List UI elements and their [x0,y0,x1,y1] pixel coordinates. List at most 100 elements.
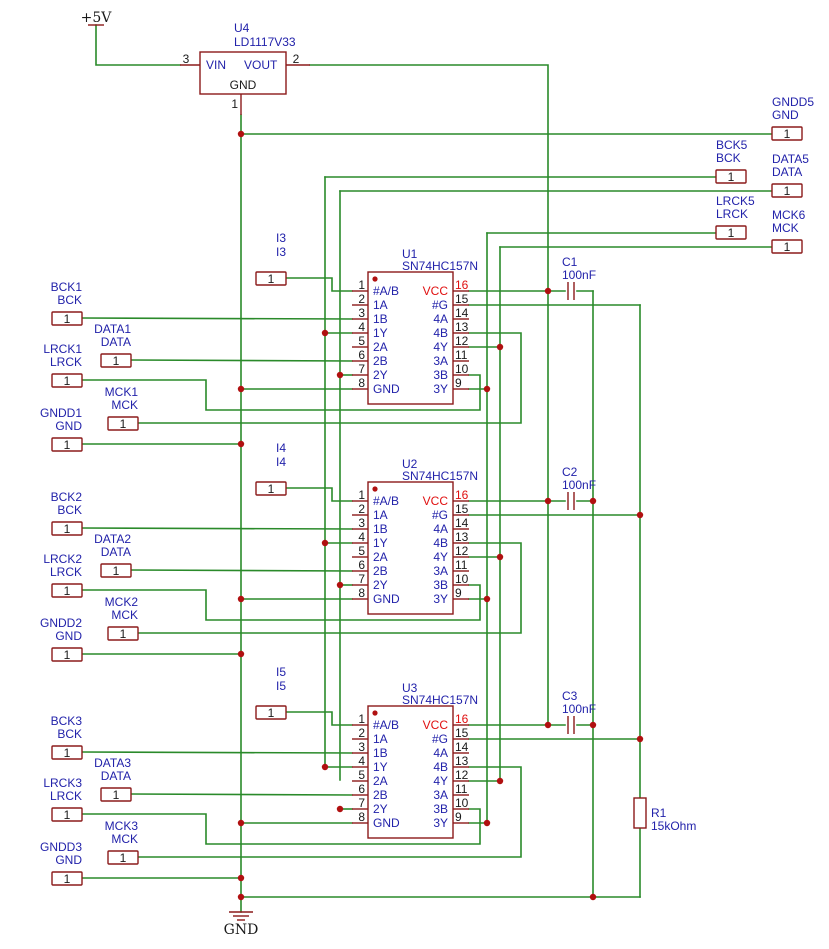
chip-pin-name: VCC [423,718,449,732]
chip-pin-name: 2A [373,774,388,788]
chip-pin-number: 3 [358,306,365,320]
connector-name: LRCK [50,789,82,803]
chip-pin-name: 2Y [373,802,388,816]
connector-pin-number: 1 [268,706,275,720]
connector-ref: BCK3 [51,714,83,728]
capacitor-value: 100nF [562,268,596,282]
junction-dot [321,329,329,337]
regulator-gnd-label: GND [230,78,257,92]
resistor-value: 15kOhm [651,819,696,833]
supply-label: +5V [81,10,113,26]
chip-pin-name: 4Y [433,340,448,354]
chip-pin-number: 16 [455,712,469,726]
wire-in-bck [81,317,353,320]
chip-pin-number: 7 [358,796,365,810]
junction-dot [321,763,329,771]
chip-value: SN74HC157N [402,469,478,483]
regulator-vin-label: VIN [206,58,226,72]
connector-pin-number: 1 [64,746,71,760]
chip-pin-number: 11 [455,348,468,362]
junction-dot [636,511,644,519]
junction-dot [496,553,504,561]
chip-pin-number: 8 [358,376,365,390]
junction-dot [237,650,245,658]
connector-body [771,126,803,141]
connector-body [51,647,83,662]
connector-name: LRCK [716,207,748,221]
chip-pin-name: 3B [433,578,448,592]
chip-pin-number: 5 [358,768,365,782]
chip-pin-number: 14 [455,740,469,754]
chip-pin-name: 3A [433,788,448,802]
chip-pin-number: 2 [358,292,365,306]
chip-body [367,705,454,839]
junction-dot [237,595,245,603]
connector-body [107,416,139,431]
chip-pin-name: 2B [373,788,388,802]
chip-pin-number: 3 [358,516,365,530]
chip-pin-name: 4B [433,326,448,340]
connector-name: BCK [716,151,741,165]
connector-body [51,871,83,886]
junction-dot [483,819,491,827]
wire-in-lrck [81,374,481,411]
chip-pin-name: 1B [373,746,388,760]
chip-pin-number: 11 [455,558,468,572]
connector-ref: BCK5 [716,138,748,152]
chip-pin-number: 12 [455,334,469,348]
chip-pin-number: 7 [358,572,365,586]
chip-pin-number: 14 [455,516,469,530]
connector-name: I3 [276,245,286,259]
wire-in-data [130,359,353,362]
chip-pin-number: 5 [358,334,365,348]
connector-body [255,271,287,286]
junction-dot [237,385,245,393]
chip-pin-number: 12 [455,768,469,782]
connector-ref: I5 [276,665,286,679]
junction-dot [544,721,552,729]
chip-pin-name: 2A [373,550,388,564]
connector-ref: LRCK1 [43,342,82,356]
connector-body [51,311,83,326]
chip-pin-name: 3A [433,564,448,578]
chip-pin-name: 3B [433,368,448,382]
chip-pin-name: 1B [373,522,388,536]
regulator-value: LD1117V33 [234,35,296,49]
chip-pin-name: 1A [373,508,388,522]
junction-dot [237,893,245,901]
wire-in-lrck [81,808,481,845]
connector-name: MCK [111,398,138,412]
capacitor-value: 100nF [562,702,596,716]
connector-body [51,807,83,822]
chip-pin-name: 1Y [373,536,388,550]
chip-pin-name: #G [432,508,448,522]
chip-pin-number: 8 [358,810,365,824]
connector-pin-number: 1 [64,584,71,598]
chip-pin-name: VCC [423,494,449,508]
chip-pin-number: 10 [455,796,469,810]
connector-pin-number: 1 [120,627,127,641]
connector-name: BCK [57,727,82,741]
wire-in-data [130,569,353,572]
chip-pin-number: 6 [358,558,365,572]
chip-pin-number: 15 [455,502,469,516]
chip-pin-number: 1 [358,278,365,292]
chip-pin-number: 9 [455,376,462,390]
resistor-body [633,797,647,829]
connector-pin-number: 1 [784,127,791,141]
